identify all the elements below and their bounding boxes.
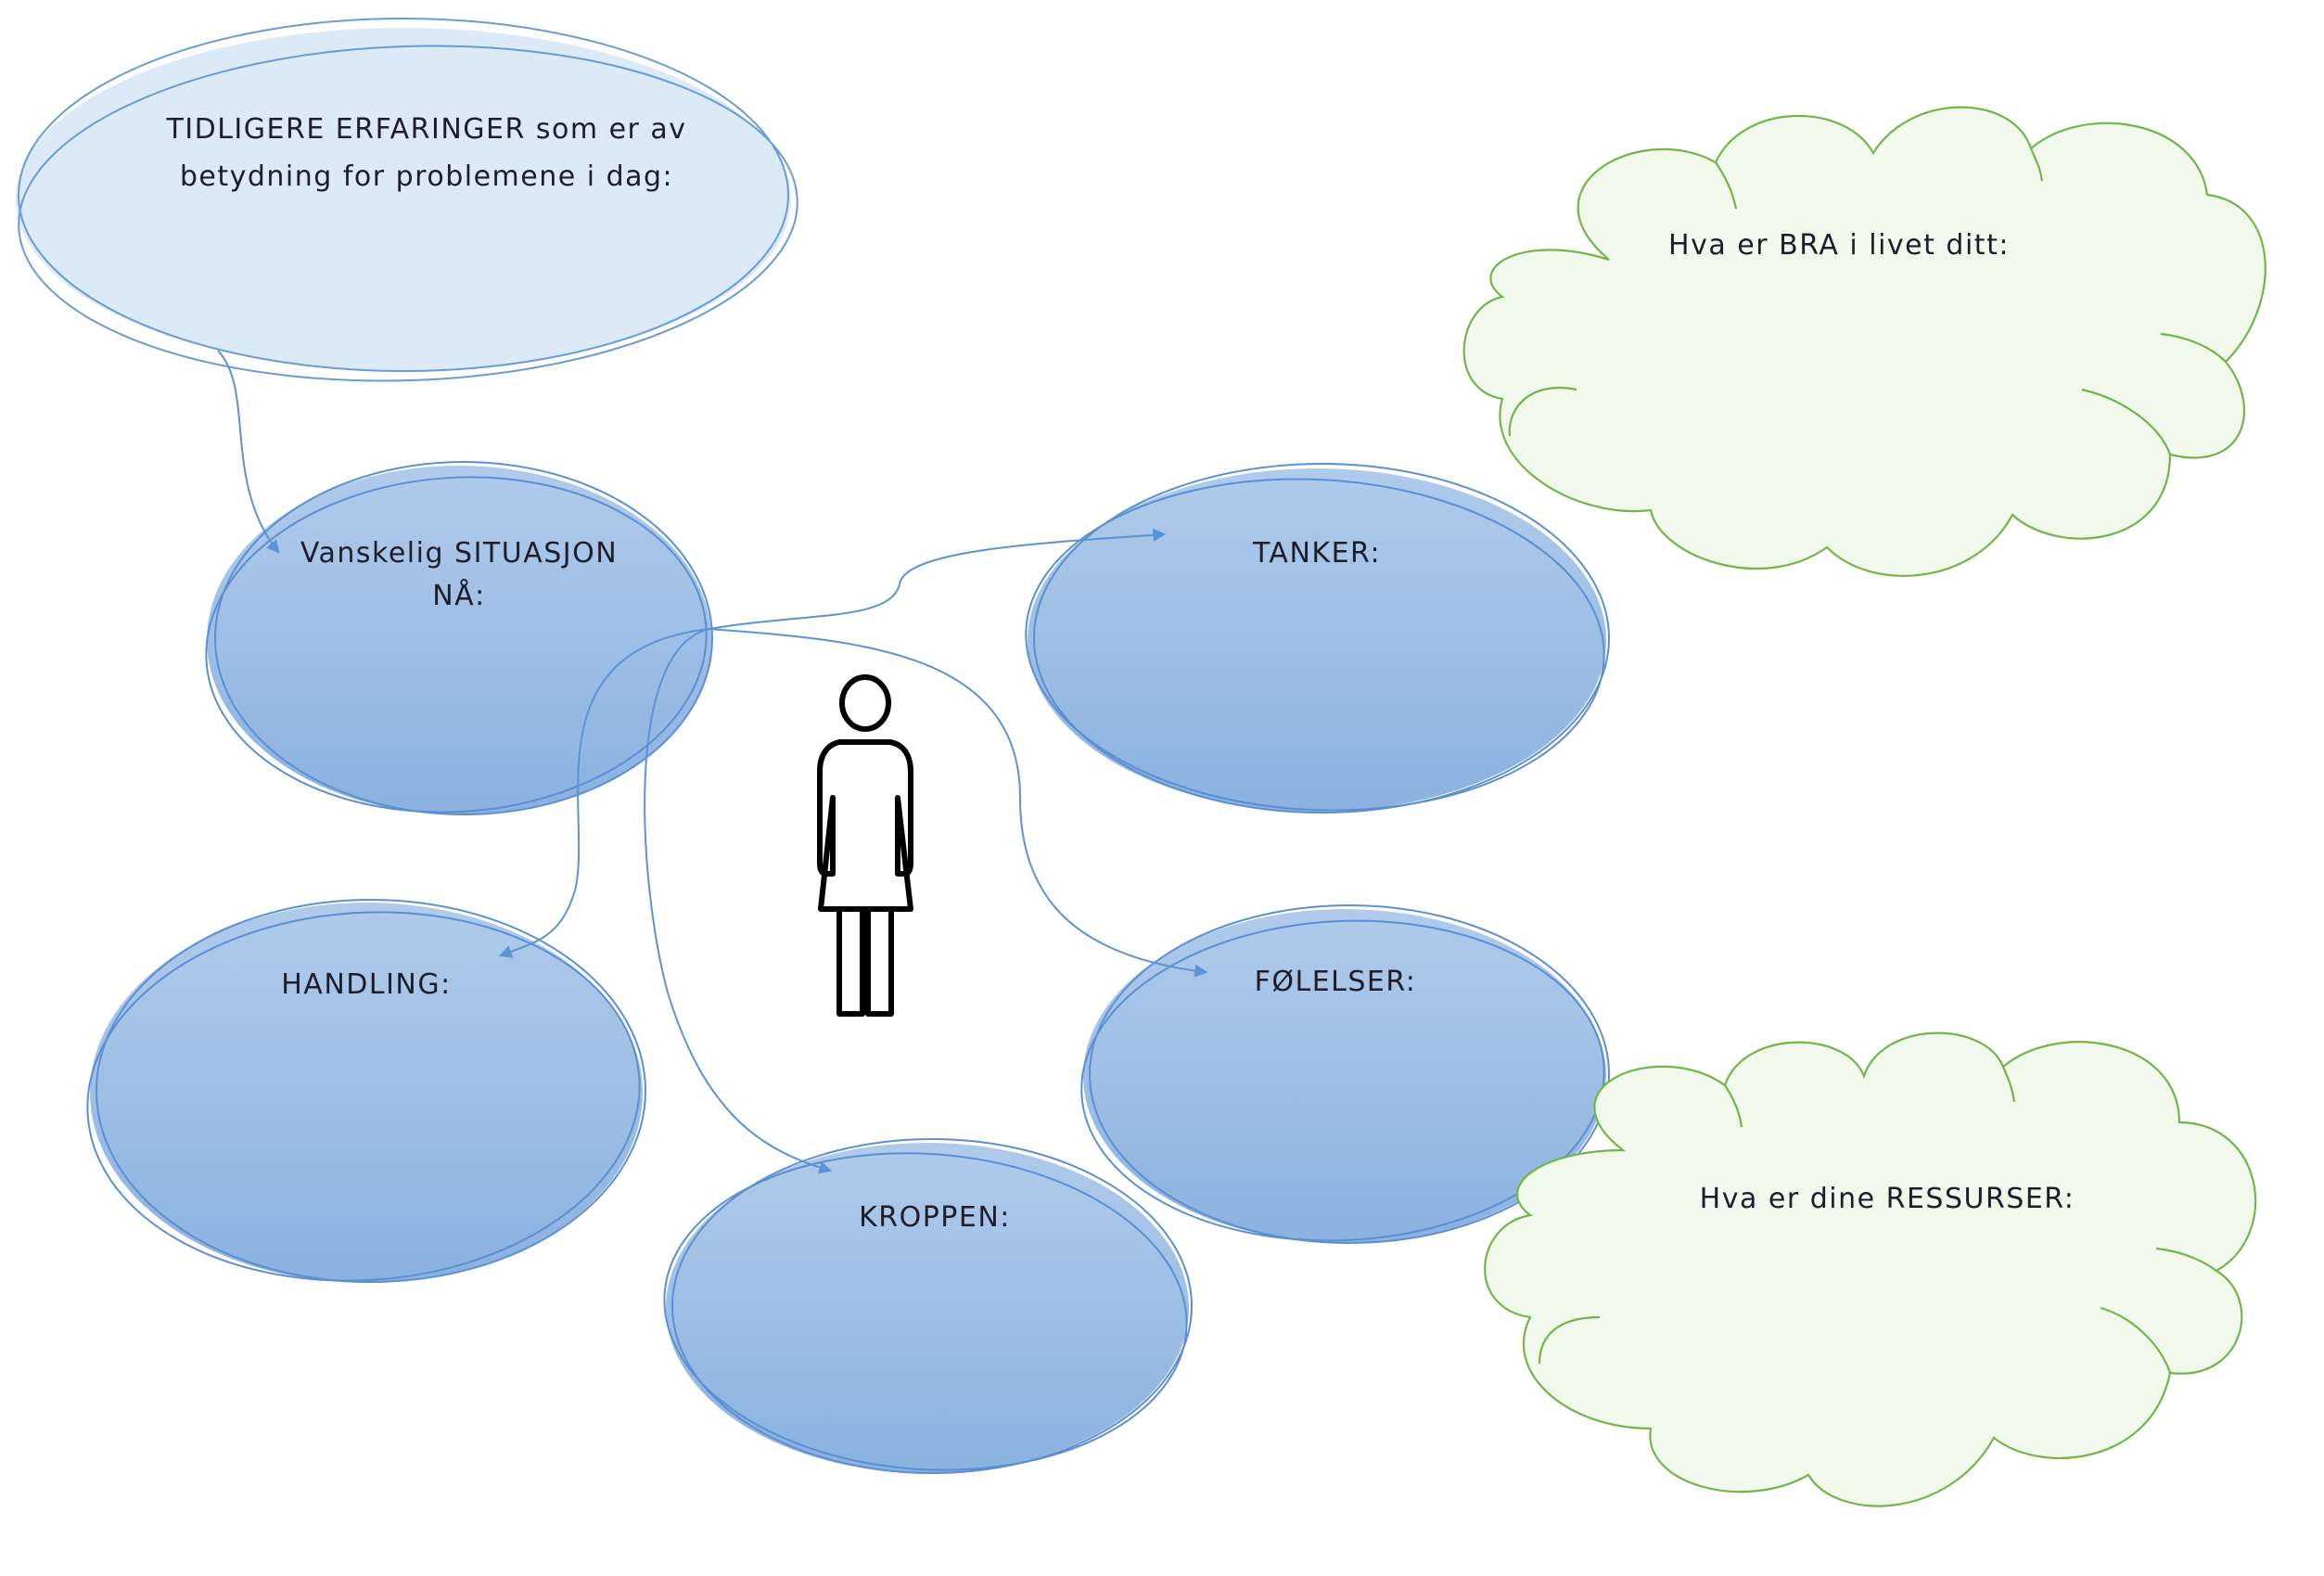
person-woman-icon xyxy=(817,674,913,1017)
resources-cloud: Hva er dine RESSURSER: xyxy=(1484,1031,2257,1507)
situation-label-line1: Vanskelig SITUASJON xyxy=(300,537,618,570)
good-cloud: Hva er BRA i livet ditt: xyxy=(1462,106,2267,577)
resources-label: Hva er dine RESSURSER: xyxy=(1700,1183,2075,1215)
feelings-node: FØLELSER: xyxy=(1080,904,1610,1244)
feelings-label: FØLELSER: xyxy=(1255,966,1417,998)
action-node: HANDLING: xyxy=(86,899,646,1283)
situation-label-line2: NÅ: xyxy=(432,579,486,612)
action-label: HANDLING: xyxy=(281,968,451,1001)
connectors xyxy=(217,350,1208,1174)
arrow-situation-to-body xyxy=(644,628,833,1174)
good-label: Hva er BRA i livet ditt: xyxy=(1668,229,2010,262)
arrow-situation-to-action xyxy=(498,628,710,958)
experiences-label-line1: TIDLIGERE ERFARINGER som er av xyxy=(165,113,686,146)
body-label: KROPPEN: xyxy=(859,1201,1011,1234)
arrow-situation-to-feelings xyxy=(709,628,1208,978)
situation-node: Vanskelig SITUASJON NÅ: xyxy=(205,461,713,815)
arrow-situation-to-thoughts xyxy=(709,528,1167,630)
experiences-label-line2: betydning for problemene i dag: xyxy=(180,160,673,193)
thoughts-label: TANKER: xyxy=(1252,537,1381,570)
experiences-node: TIDLIGERE ERFARINGER som er av betydning… xyxy=(16,18,798,382)
thoughts-node: TANKER: xyxy=(1025,463,1610,814)
body-node: KROPPEN: xyxy=(663,1138,1193,1474)
arrow-experiences-to-situation xyxy=(217,350,280,554)
